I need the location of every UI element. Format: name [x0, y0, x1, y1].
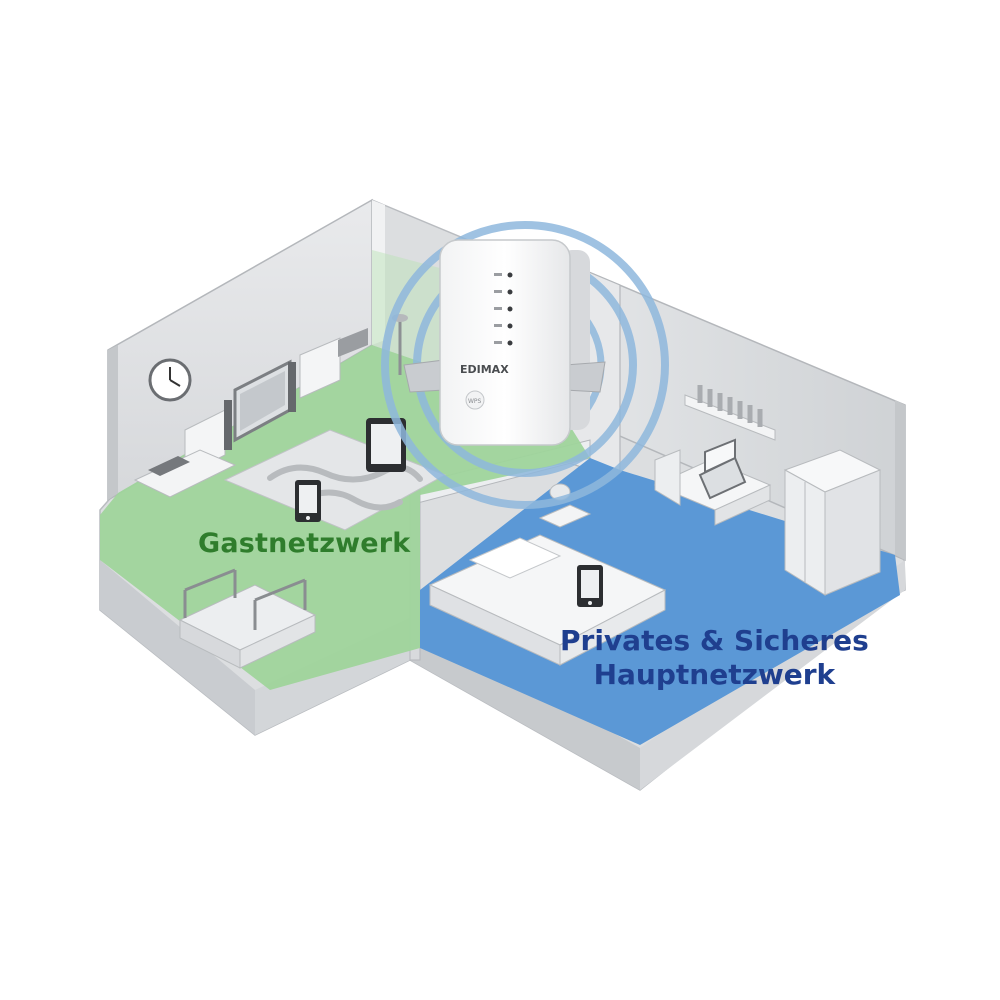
private-network-label: Privates & Sicheres Hauptnetzwerk — [560, 624, 869, 692]
tablet-icon — [366, 418, 406, 472]
private-network-label-line2: Hauptnetzwerk — [593, 658, 836, 691]
living-room-furniture — [133, 314, 408, 522]
range-extender-icon: EDIMAX WPS — [403, 239, 606, 446]
device-brand-logo: EDIMAX — [460, 363, 509, 376]
shelf-icon — [684, 385, 776, 441]
wps-button-label: WPS — [468, 398, 482, 405]
stairs-icon — [178, 568, 317, 669]
smartphone-icon — [295, 480, 321, 522]
wps-button[interactable] — [465, 390, 485, 410]
speaker-icon — [224, 362, 296, 450]
wardrobe-icon — [783, 449, 882, 596]
wall-clock-icon — [148, 358, 192, 402]
guest-network-label: Gastnetzwerk — [198, 528, 411, 559]
bedroom-furniture — [428, 385, 882, 666]
laptop-icon — [698, 438, 747, 500]
bed-icon — [428, 534, 667, 666]
private-network-label-line1: Privates & Sicheres — [560, 624, 869, 657]
smartphone-icon — [577, 565, 603, 607]
